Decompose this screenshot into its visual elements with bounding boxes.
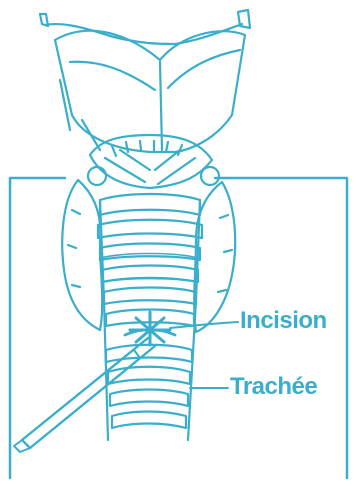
scalpel-icon: [14, 338, 155, 452]
incision-label: Incision: [240, 309, 327, 333]
arytenoid-left: [88, 167, 106, 185]
thyroid-cartilage: [55, 31, 245, 152]
arytenoid-right: [201, 167, 219, 185]
trachee-label: Trachée: [230, 375, 317, 399]
thyroid-lobe-left: [62, 180, 102, 330]
hyoid-bone: [45, 24, 242, 44]
